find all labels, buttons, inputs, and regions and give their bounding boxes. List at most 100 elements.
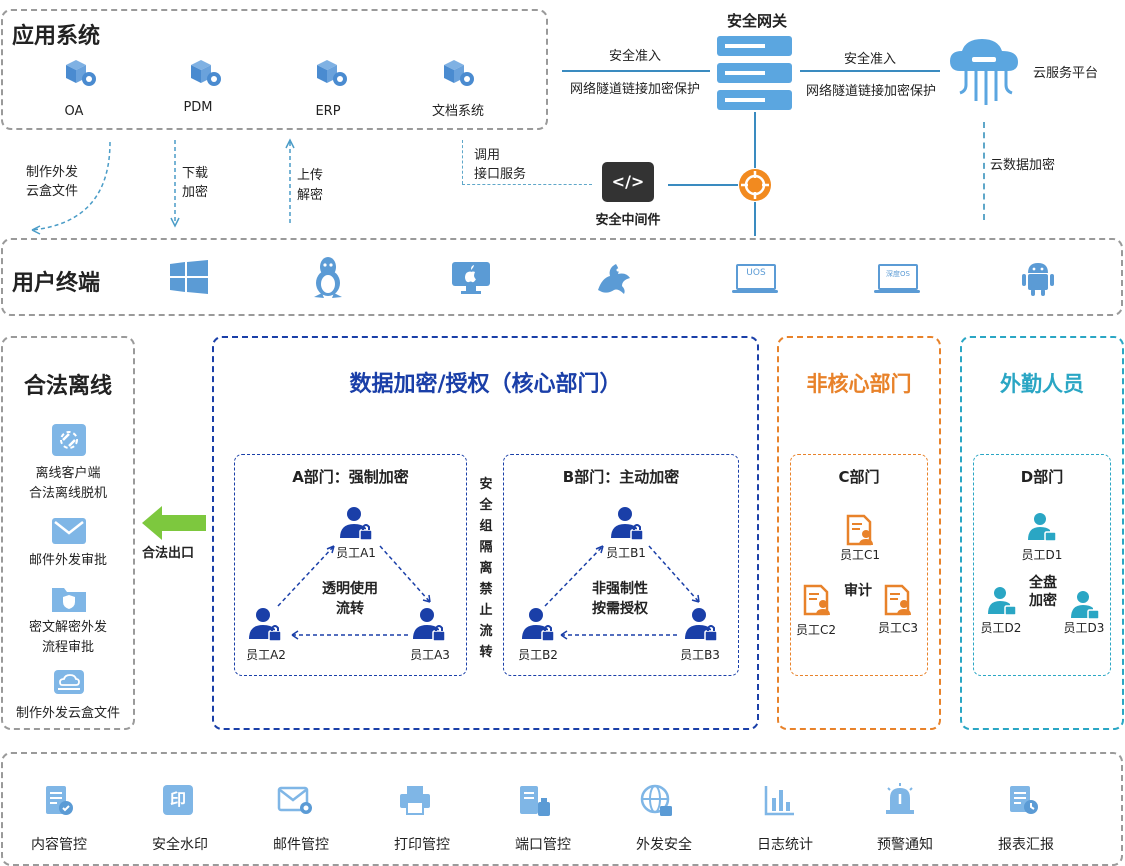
gateway-right-bottom-label: 网络隧道链接加密保护 bbox=[805, 84, 936, 99]
app-system-title: 应用系统 bbox=[12, 24, 101, 49]
employee-b2-label: 员工B2 bbox=[518, 648, 558, 662]
offline-item-2-l1: 邮件外发审批 bbox=[28, 553, 107, 568]
app-cube-icon bbox=[191, 60, 221, 86]
gateway-left-top-label: 安全准入 bbox=[608, 49, 661, 64]
app-cube-icon bbox=[317, 60, 347, 86]
decrypt-folder-icon bbox=[52, 584, 86, 612]
app-system-panel bbox=[1, 9, 548, 130]
employee-d2-label: 员工D2 bbox=[980, 621, 1022, 635]
feature-label: 预警通知 bbox=[877, 837, 933, 853]
print-control-icon bbox=[400, 786, 430, 815]
terminal-panel bbox=[1, 238, 1123, 316]
gateway-left-line bbox=[562, 70, 710, 72]
dept-b-box bbox=[503, 454, 739, 676]
employee-a2-label: 员工A2 bbox=[246, 648, 286, 662]
feature-label: 日志统计 bbox=[757, 837, 813, 853]
user-lock-icon bbox=[249, 608, 282, 642]
dept-d-title: D部门 bbox=[1020, 468, 1064, 486]
isolation-label: 安全组 隔离禁 止流转 bbox=[479, 477, 493, 660]
noncore-center: 审计 bbox=[844, 583, 872, 599]
hub-icon bbox=[739, 169, 771, 201]
employee-b3-label: 员工B3 bbox=[680, 648, 720, 662]
feature-label: 内容管控 bbox=[31, 837, 87, 853]
middleware-call-line-h bbox=[462, 184, 592, 185]
user-lock-icon bbox=[340, 507, 373, 541]
linux-icon bbox=[314, 257, 342, 298]
windows-icon bbox=[170, 260, 208, 294]
app-label: PDM bbox=[183, 100, 213, 115]
dept-b-flow-arrows bbox=[544, 545, 700, 640]
upload-label-2: 解密 bbox=[297, 188, 324, 203]
dept-c-title: C部门 bbox=[838, 468, 880, 486]
noncore-title: 非核心部门 bbox=[806, 372, 912, 396]
make-cloud-label-1: 制作外发 bbox=[26, 165, 79, 180]
dept-a-flow-arrows bbox=[277, 545, 431, 640]
user-lock-icon bbox=[1071, 591, 1100, 620]
employee-a3-label: 员工A3 bbox=[410, 648, 450, 662]
kylin-icon bbox=[598, 264, 630, 294]
offline-item-1-l1: 离线客户端 bbox=[35, 466, 101, 481]
content-control-icon bbox=[46, 786, 73, 815]
dept-b-center-1: 非强制性 bbox=[592, 581, 648, 597]
offline-panel bbox=[1, 336, 135, 730]
employee-c1-label: 员工C1 bbox=[839, 548, 880, 562]
exit-arrow-icon bbox=[142, 506, 206, 540]
report-icon bbox=[1010, 786, 1038, 814]
cloud-encrypt-line bbox=[983, 122, 985, 220]
noncore-panel bbox=[777, 336, 941, 730]
gateway-down-line bbox=[754, 112, 756, 168]
gateway-left-bottom-label: 网络隧道链接加密保护 bbox=[569, 82, 700, 97]
field-panel bbox=[960, 336, 1124, 730]
feature-label: 打印管控 bbox=[394, 837, 450, 853]
mac-icon bbox=[452, 262, 490, 294]
offline-client-icon bbox=[52, 424, 86, 456]
terminal-title: 用户终端 bbox=[12, 271, 101, 296]
dept-a-box bbox=[234, 454, 467, 676]
android-icon bbox=[1022, 263, 1054, 296]
upload-label-1: 上传 bbox=[297, 168, 324, 183]
middleware-label: 安全中间件 bbox=[595, 213, 661, 228]
deepin-label: 深度OS bbox=[886, 270, 910, 278]
feature-label: 安全水印 bbox=[152, 837, 208, 853]
dept-c-box bbox=[790, 454, 928, 676]
employee-a1-label: 员工A1 bbox=[336, 546, 376, 560]
download-label-2: 加密 bbox=[182, 185, 209, 200]
app-label: OA bbox=[64, 104, 84, 119]
user-lock-icon bbox=[413, 608, 446, 642]
middleware-call-line-v bbox=[462, 140, 463, 184]
feature-label: 报表汇报 bbox=[998, 837, 1054, 853]
cloud-icon bbox=[950, 39, 1018, 105]
user-lock-icon bbox=[1028, 513, 1057, 542]
hub-middleware-line bbox=[668, 184, 738, 186]
feature-label: 邮件管控 bbox=[273, 837, 329, 853]
mail-approval-icon bbox=[52, 518, 86, 544]
make-cloud-arrow bbox=[31, 141, 111, 235]
port-control-icon bbox=[520, 786, 550, 816]
mail-control-icon bbox=[277, 786, 312, 814]
feature-label: 外发安全 bbox=[636, 837, 692, 853]
app-cube-icon bbox=[66, 60, 96, 86]
gateway-right-top-label: 安全准入 bbox=[843, 52, 896, 67]
middleware-icon: </> bbox=[602, 162, 654, 202]
middleware-call-label-1: 调用 bbox=[474, 148, 501, 163]
deepin-base bbox=[874, 290, 920, 293]
server-icon bbox=[717, 36, 792, 110]
gateway-title: 安全网关 bbox=[726, 12, 787, 30]
alert-icon bbox=[886, 783, 914, 814]
dept-a-title: A部门：强制加密 bbox=[292, 468, 409, 486]
uos-base bbox=[732, 290, 778, 293]
employee-b1-label: 员工B1 bbox=[606, 546, 646, 560]
app-cube-icon bbox=[444, 60, 474, 86]
feature-label: 端口管控 bbox=[515, 837, 571, 853]
exit-label: 合法出口 bbox=[142, 546, 195, 561]
dept-a-center-1: 透明使用 bbox=[322, 581, 378, 597]
cloud-box-icon bbox=[52, 668, 86, 696]
user-lock-icon bbox=[611, 507, 644, 541]
dept-d-box bbox=[973, 454, 1111, 676]
middleware-call-label-2: 接口服务 bbox=[474, 167, 527, 182]
employee-c3-label: 员工C3 bbox=[877, 621, 918, 635]
field-center-1: 全盘 bbox=[1029, 575, 1057, 591]
offline-item-1-l2: 合法离线脱机 bbox=[28, 486, 107, 501]
employee-d3-label: 员工D3 bbox=[1063, 621, 1105, 635]
employee-c2-label: 员工C2 bbox=[795, 623, 836, 637]
